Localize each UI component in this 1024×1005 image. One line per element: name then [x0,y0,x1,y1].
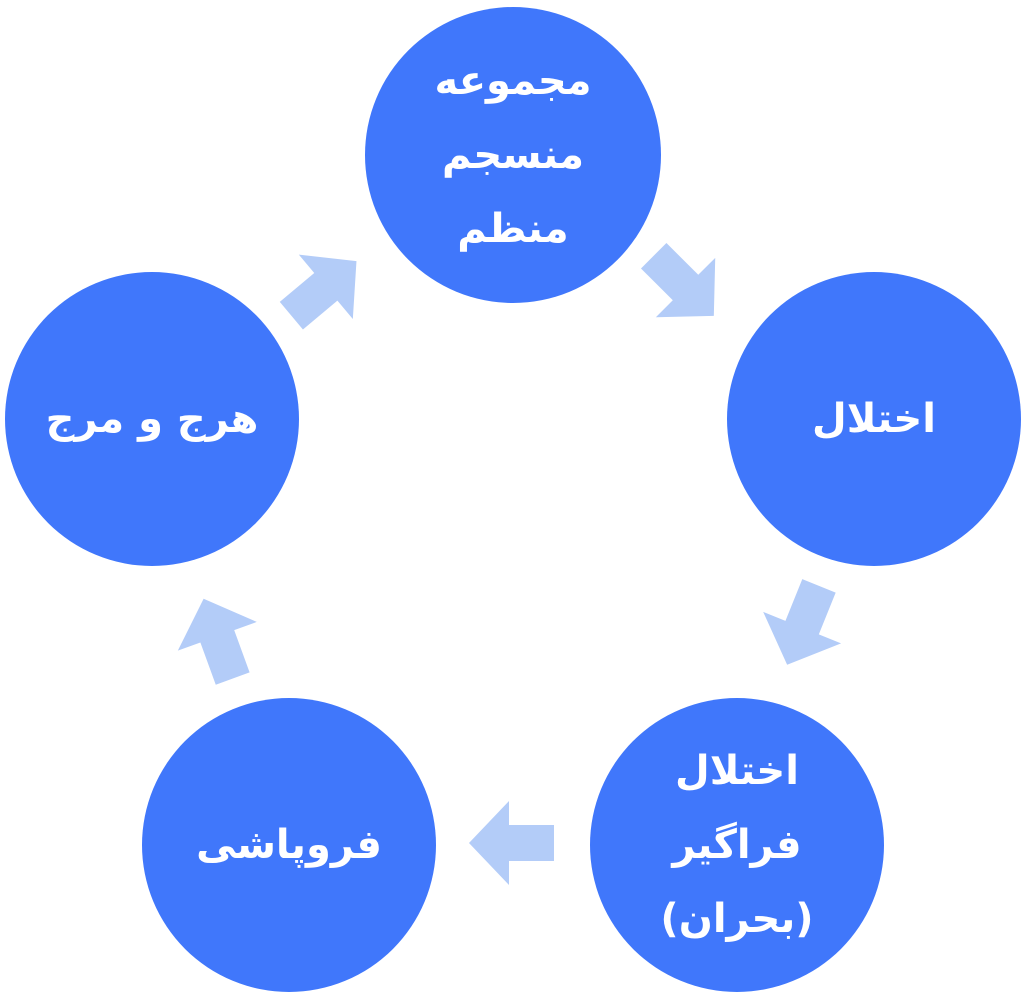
node-label: مجموعه منسجم منظم [434,58,592,252]
node-disruption: اختلال [727,272,1021,566]
node-coherent-ordered-system: مجموعه منسجم منظم [365,7,661,303]
node-widespread-disruption-crisis: اختلال فراگیر (بحران) [590,698,884,992]
node-label: فروپاشی [196,822,382,868]
node-label: اختلال [812,396,936,442]
node-collapse: فروپاشی [142,698,436,992]
arrow-left-to-top [279,254,357,330]
arrow-bottom-right-to-bottom-left [469,801,554,885]
arrow-top-to-right [640,242,716,318]
arrow-right-to-bottom-right [763,579,842,665]
node-label: اختلال فراگیر (بحران) [660,748,814,942]
node-chaos: هرج و مرج [5,272,299,566]
node-label: هرج و مرج [45,396,259,442]
arrow-bottom-left-to-left [177,598,257,685]
